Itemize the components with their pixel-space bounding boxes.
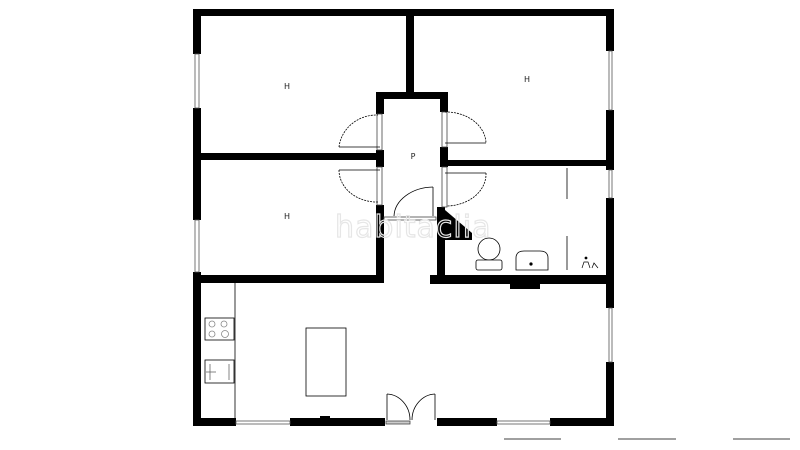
room-label-bedroom-1: H bbox=[284, 82, 290, 91]
toilet bbox=[475, 237, 503, 271]
bedroom-2-door[interactable] bbox=[441, 111, 487, 148]
watermark-logo: habitaclia bbox=[335, 210, 491, 245]
bottom-window-right bbox=[496, 420, 551, 425]
outer-walls bbox=[193, 9, 614, 426]
room-label-bedroom-2: H bbox=[524, 75, 530, 84]
room-label-bedroom-3: H bbox=[284, 212, 290, 221]
entrance-double-door[interactable] bbox=[385, 393, 436, 425]
hall-door[interactable] bbox=[383, 186, 437, 221]
washbasin bbox=[515, 250, 549, 271]
room-label-hallway: P bbox=[411, 152, 416, 161]
cooktop bbox=[204, 317, 235, 341]
right-window-top bbox=[608, 50, 613, 111]
bottom-window-left bbox=[235, 420, 291, 425]
kitchen-sink bbox=[204, 359, 235, 384]
left-window-mid bbox=[194, 219, 200, 273]
right-window-bath bbox=[608, 169, 613, 199]
windows bbox=[194, 50, 613, 425]
interior-walls bbox=[201, 9, 610, 289]
dining-table bbox=[305, 327, 347, 397]
right-window-living bbox=[608, 307, 613, 363]
bathroom-door[interactable] bbox=[441, 166, 487, 208]
bedroom-1-door[interactable] bbox=[338, 113, 383, 151]
bathroom-fixtures bbox=[475, 168, 599, 271]
left-window-top bbox=[194, 53, 200, 109]
kitchen-fixtures bbox=[204, 283, 347, 418]
shower-tap bbox=[581, 256, 599, 269]
doors bbox=[338, 111, 487, 425]
room-labels: H H H P bbox=[284, 75, 530, 221]
bedroom-3-door[interactable] bbox=[338, 166, 383, 206]
